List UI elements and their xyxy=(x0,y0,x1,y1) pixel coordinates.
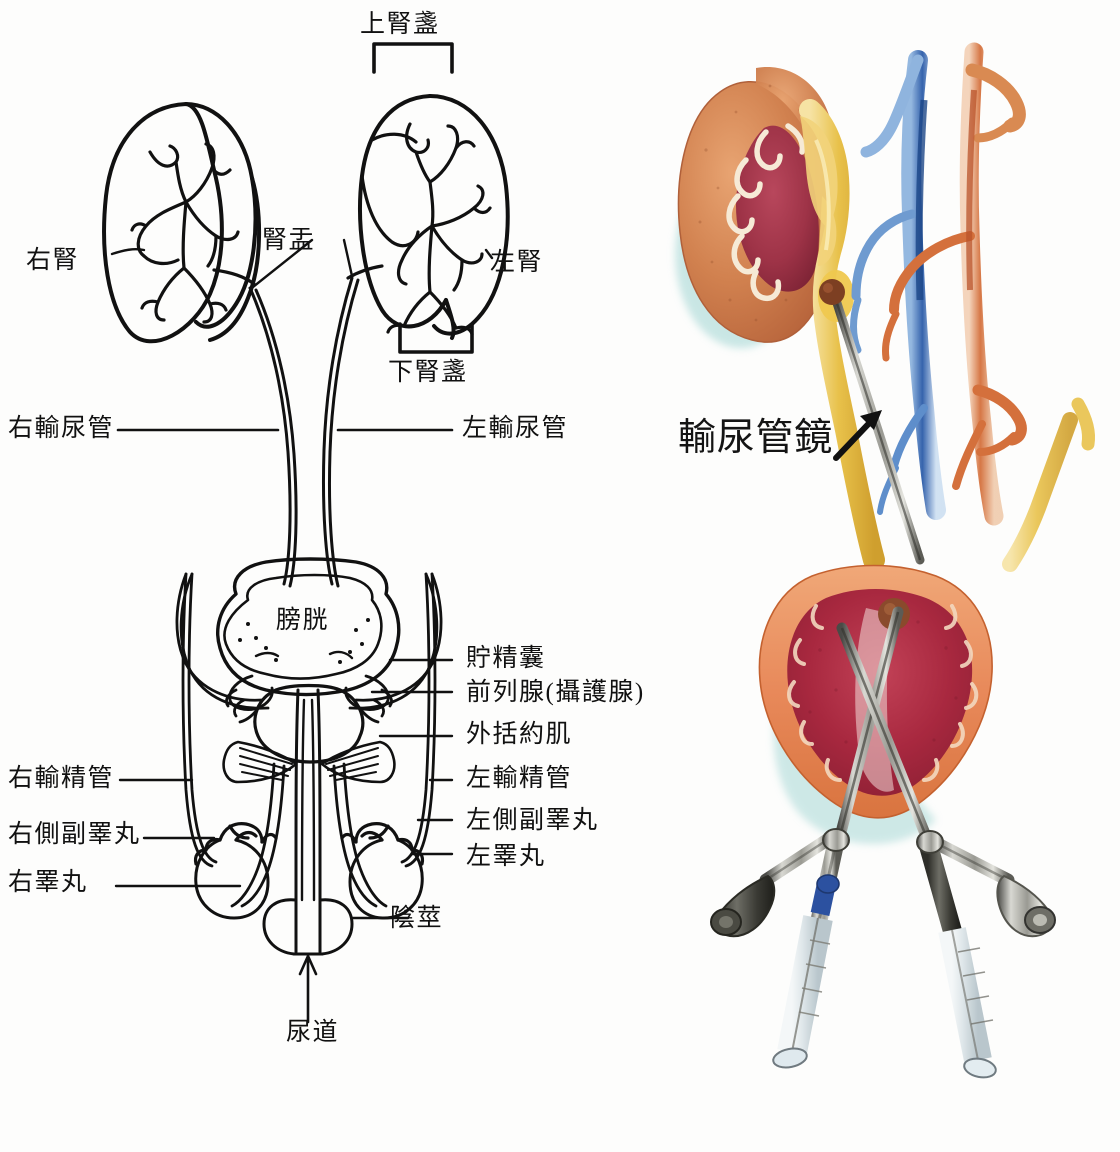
seminal-vesicles xyxy=(225,674,393,724)
label-external-sphincter: 外括約肌 xyxy=(466,721,573,748)
label-left-epididymis: 左側副睪丸 xyxy=(466,807,599,834)
left-ureter-yellow xyxy=(1002,397,1095,572)
kidney-illustration xyxy=(677,67,833,343)
ureters xyxy=(248,276,360,588)
eyepiece-right xyxy=(927,835,1056,938)
spermatic-cords xyxy=(230,762,388,908)
lower-calyx-bracket xyxy=(398,322,474,354)
label-lower-calyx: 下腎盞 xyxy=(388,359,468,386)
label-right-kidney: 右腎 xyxy=(26,247,80,274)
label-right-vas-deferens: 右輸精管 xyxy=(8,765,115,792)
label-right-testis: 右睪丸 xyxy=(8,869,88,896)
bladder-outline xyxy=(216,557,401,697)
eyepiece-left xyxy=(710,831,837,938)
leader-lines-lower xyxy=(114,658,454,920)
label-left-vas-deferens: 左輸精管 xyxy=(466,765,573,792)
prostate-outline xyxy=(253,683,365,764)
label-urethra: 尿道 xyxy=(286,1019,340,1046)
urethra-arrow xyxy=(298,954,318,1024)
label-right-ureter: 右輸尿管 xyxy=(8,415,115,442)
label-ureteroscope: 輸尿管鏡 xyxy=(678,415,834,459)
vena-cava xyxy=(850,50,946,520)
label-left-testis: 左睪丸 xyxy=(466,843,546,870)
label-left-ureter: 左輸尿管 xyxy=(462,415,569,442)
label-upper-calyx: 上腎盞 xyxy=(360,11,440,38)
endoscope-left xyxy=(832,606,904,850)
leader-lines-kidney xyxy=(110,238,494,289)
penis-urethra xyxy=(262,688,354,956)
watercolor-illustration xyxy=(675,42,1095,1079)
upper-calyx-bracket xyxy=(372,42,454,74)
right-testis xyxy=(193,822,278,920)
left-kidney-outline xyxy=(346,94,510,340)
label-bladder: 膀胱 xyxy=(276,607,330,634)
ureteroscope-arrow-icon xyxy=(833,410,882,461)
instrument-connectors xyxy=(816,828,944,894)
label-prostate: 前列腺(攝護腺) xyxy=(466,679,645,706)
label-right-epididymis: 右側副睪丸 xyxy=(8,821,141,848)
right-kidney-outline xyxy=(102,102,262,344)
external-sphincter xyxy=(222,740,396,784)
label-renal-pelvis: 腎盂 xyxy=(262,227,316,254)
line-diagram-panel: 上腎盞 下腎盞 腎盂 右腎 左腎 右輸尿管 左輸尿管 膀胱 貯精囊 前列腺(攝護… xyxy=(8,11,645,1046)
aorta xyxy=(882,42,1027,526)
label-seminal-vesicle: 貯精囊 xyxy=(466,645,546,672)
label-left-kidney: 左腎 xyxy=(490,249,544,276)
endoscope-body-right xyxy=(918,834,997,1079)
label-penis: 陰莖 xyxy=(390,905,444,932)
watercolor-panel: 輸尿管鏡 xyxy=(660,0,1120,1152)
endoscope-right xyxy=(836,622,936,852)
line-diagram-drawing xyxy=(102,42,510,1024)
ureter-yellow xyxy=(799,99,885,571)
ureteroscope-shaft-upper xyxy=(819,279,925,565)
